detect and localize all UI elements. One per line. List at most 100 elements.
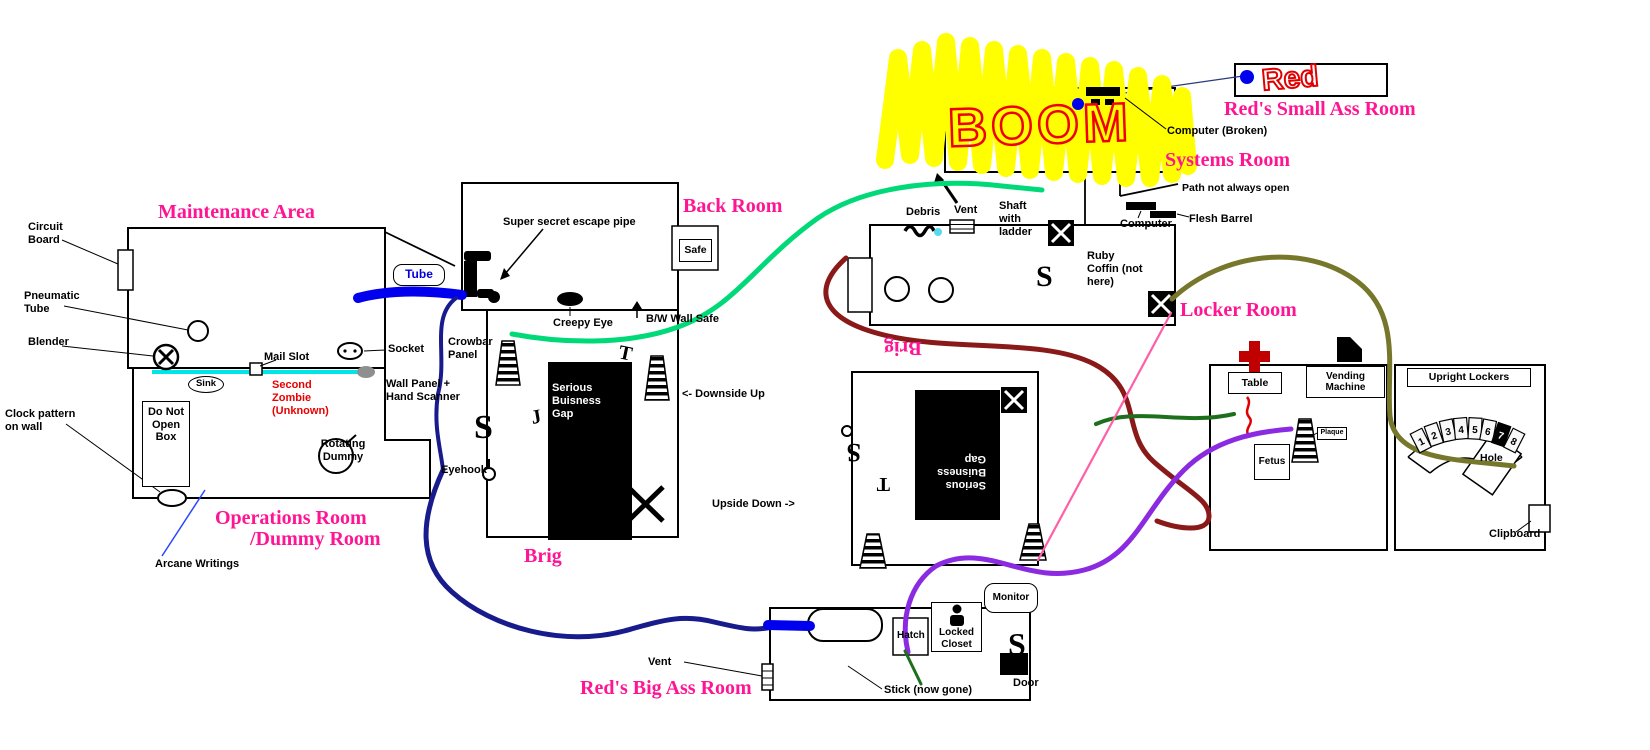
- vent-top-icon: [949, 219, 975, 234]
- locked-closet-box: Locked Closet: [931, 602, 982, 652]
- path-not-always-open-wall: [1119, 183, 1179, 197]
- locker-tile: 8: [1502, 427, 1526, 454]
- explosion-scribble: [876, 33, 1197, 187]
- vent-bottom-icon: [761, 663, 774, 691]
- bright-blue-segment: [763, 620, 815, 631]
- pneumatic-tube-icon: [187, 320, 209, 342]
- flesh-barrel-leader: [1176, 213, 1190, 218]
- red-graffiti: Red: [1261, 60, 1320, 98]
- svg-text:J: J: [964, 439, 974, 461]
- vent-bottom-label: Vent: [648, 656, 672, 668]
- socket-label: Socket: [388, 343, 425, 355]
- operations-room-outline: [132, 367, 431, 499]
- striped-cone: [495, 340, 521, 386]
- eyehook-flipped-icon: [841, 425, 853, 437]
- svg-text:1: 1: [1417, 436, 1427, 449]
- blue-tube-scribble: [353, 286, 467, 303]
- s-hook-mark: S: [1036, 260, 1053, 293]
- boom-graffiti: BOOM: [947, 92, 1133, 158]
- back-room-outline: [461, 182, 679, 311]
- escape-pipe-icon: [464, 251, 500, 303]
- arcane-writings-label: Arcane Writings: [155, 558, 240, 570]
- arcane-writings-leader: [161, 489, 206, 557]
- locker-tile: 1: [1409, 427, 1433, 454]
- purple-route-path: [902, 426, 1294, 655]
- rotating-dummy-icon: [318, 434, 357, 474]
- explosion-arrow-icon: [934, 173, 959, 204]
- blender-icon: [152, 343, 180, 371]
- downside-up-label: <- Downside Up: [682, 388, 765, 400]
- upright-lockers-label: Upright Lockers: [1407, 368, 1531, 387]
- mail-slot-leader: [259, 359, 277, 367]
- upright-lockers-room-outline: [1394, 364, 1546, 551]
- locker-number-tiles: 1 2 3 4 5 6 7 8: [1409, 416, 1526, 454]
- shaft-ladder-xbox-icon: [1048, 220, 1074, 246]
- door-label: Door: [1013, 677, 1039, 689]
- fetus-label: Fetus: [1254, 444, 1290, 480]
- svg-text:5: 5: [1472, 425, 1479, 436]
- hatch-label: Hatch: [897, 630, 925, 641]
- eyehook-label: Eyehook: [441, 464, 487, 476]
- serious-gap-column-flipped: [915, 390, 1000, 520]
- super-secret-pipe-label: Super secret escape pipe: [503, 216, 636, 228]
- computer-label: Computer: [1120, 218, 1172, 230]
- leader-lines: [61, 97, 1318, 690]
- locker-tile: 6: [1479, 418, 1498, 443]
- systems-room-label: Systems Room: [1165, 149, 1290, 171]
- t-mark-flipped: T: [876, 473, 890, 495]
- reds-small-room-label: Red's Small Ass Room: [1224, 98, 1416, 120]
- navy-path-upper: [434, 296, 458, 472]
- door-icon: [1000, 653, 1028, 675]
- locker-tile: 3: [1438, 418, 1458, 443]
- green-route-path: [509, 180, 1045, 344]
- safe-label: Safe: [679, 239, 712, 262]
- dummy-room-label: /Dummy Room: [250, 528, 381, 550]
- reds-small-room-outline: [1234, 63, 1388, 97]
- bw-wall-safe-label: B/W Wall Safe: [646, 313, 719, 325]
- table-label: Table: [1228, 372, 1282, 394]
- brig-flipped-room-label: Brig: [884, 337, 922, 359]
- blender-leader: [61, 345, 154, 357]
- blue-dot-icon: [1240, 70, 1254, 84]
- stick-label: Stick (now gone): [884, 684, 972, 696]
- brig-room-label: Brig: [524, 545, 562, 567]
- pneumatic-tube-label: Pneumatic Tube: [24, 290, 80, 315]
- clipboard-label: Clipboard: [1489, 528, 1541, 540]
- eyehook-icon: [482, 459, 496, 481]
- locker-tile: 5: [1467, 417, 1483, 440]
- wall-panel-label: Wall Panel + Hand Scanner: [386, 378, 460, 403]
- t-mark: T: [617, 341, 635, 365]
- olive-route-path: [1169, 254, 1517, 469]
- computer-leader: [1137, 210, 1142, 219]
- stick-mark: [903, 649, 923, 686]
- locked-closet-label: Locked Closet: [938, 627, 974, 650]
- operations-room-label: Operations Room: [215, 507, 367, 529]
- striped-cone: [644, 355, 670, 401]
- computer-broken-label: Computer (Broken): [1167, 125, 1268, 137]
- flesh-barrel-icon: [1150, 211, 1176, 218]
- s-hook-mark: S: [1008, 626, 1026, 662]
- computer-icon: [1126, 202, 1156, 210]
- locker-tile: 2: [1423, 421, 1445, 448]
- blender-label: Blender: [28, 336, 69, 348]
- socket-leader: [363, 349, 387, 352]
- crowbar-panel-label: Crowbar Panel: [448, 336, 493, 361]
- locker-room-label: Locker Room: [1180, 299, 1297, 321]
- plaque-leader: [1309, 432, 1318, 438]
- upside-down-label: Upside Down ->: [712, 498, 795, 510]
- pill-shape: [807, 608, 883, 642]
- s-hook-mark-flipped: S: [847, 438, 861, 467]
- j-mark: J: [529, 405, 543, 428]
- flesh-barrel-label: Flesh Barrel: [1189, 213, 1253, 225]
- svg-text:4: 4: [1458, 425, 1465, 436]
- debris-scribble-icon: [903, 224, 936, 238]
- dark-red-route-path: [823, 255, 1212, 531]
- svg-text:6: 6: [1484, 427, 1492, 439]
- broken-computer-icon: [1086, 87, 1120, 105]
- vent-top-label: Vent: [954, 204, 978, 216]
- grey-knob-icon: [357, 366, 375, 378]
- second-zombie-label: Second Zombie (Unknown): [272, 379, 329, 417]
- mail-slot-icon: [249, 362, 263, 376]
- locker-tile-highlighted: 7: [1490, 421, 1512, 448]
